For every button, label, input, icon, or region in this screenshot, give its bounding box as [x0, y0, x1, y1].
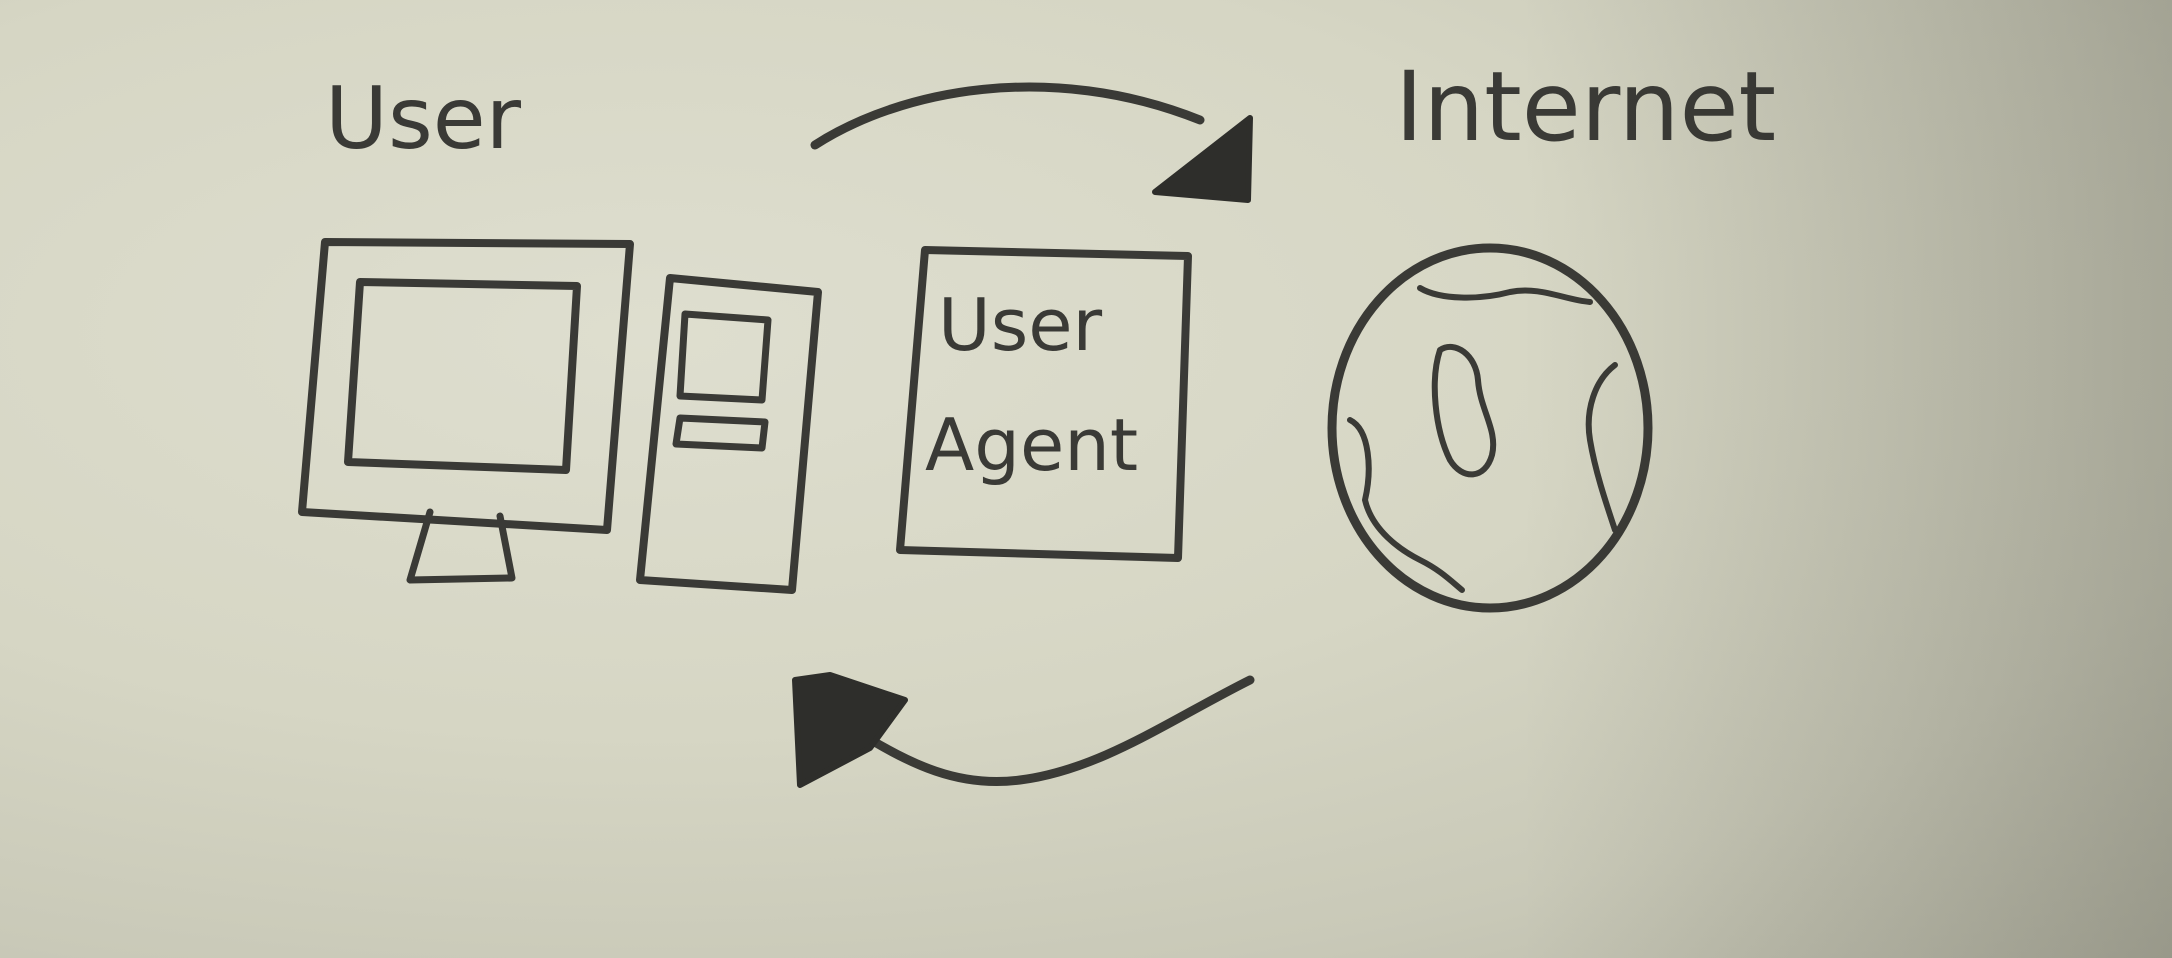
computer-tower-icon: [636, 274, 822, 594]
user-agent-label-line1: User: [938, 283, 1103, 367]
arrow-right-icon: [810, 82, 1253, 203]
monitor-icon: [298, 238, 634, 584]
user-agent-box: User Agent: [896, 246, 1192, 562]
user-agent-label-line2: Agent: [925, 403, 1138, 487]
internet-title: Internet: [1395, 51, 1776, 163]
user-title: User: [325, 69, 522, 169]
arrow-left-icon: [792, 672, 1255, 788]
globe-icon: [1327, 243, 1653, 613]
